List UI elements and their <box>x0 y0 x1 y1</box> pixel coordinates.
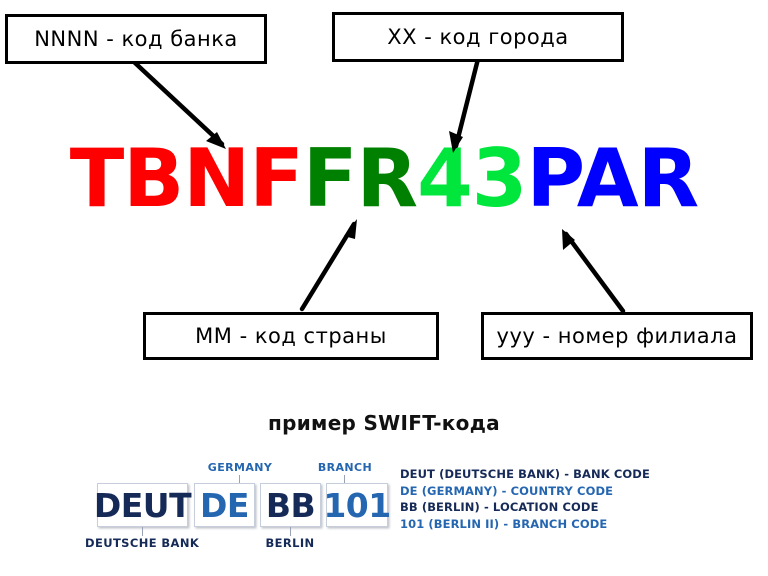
example-box-deut: DEUT <box>94 483 192 527</box>
swift-segment-city: 43 <box>417 132 527 225</box>
callout-branch-number: yyy - номер филиала <box>481 312 753 360</box>
callout-branch-number-label: yyy - номер филиала <box>496 324 738 348</box>
callout-city-code-label: XX - код города <box>387 25 569 49</box>
example-caption: пример SWIFT-кода <box>268 411 500 435</box>
callout-bank-code: NNNN - код банка <box>5 14 267 64</box>
example-box-de: DE <box>194 483 255 527</box>
legend-line-branch-code: 101 (BERLIN II) - BRANCH CODE <box>400 516 608 531</box>
legend-line-bank-code: DEUT (DEUTSCHE BANK) - BANK CODE <box>400 467 650 481</box>
example-box-bb: BB <box>260 483 321 527</box>
tick-deutsche-bank-bottom <box>142 527 143 536</box>
example-bottom-label-deutsche-bank: DEUTSCHE BANK <box>85 536 200 550</box>
swift-example-diagram: GERMANY BRANCH DEUT DE BB 101 DEUTSCHE B… <box>85 455 705 565</box>
example-bottom-label-berlin: BERLIN <box>265 536 315 550</box>
callout-country-code: MM - код страны <box>143 312 439 360</box>
example-top-label-branch: BRANCH <box>317 461 373 474</box>
arrowhead-branch <box>562 229 575 250</box>
swift-segment-country: FR <box>302 132 418 225</box>
legend-line-country-code: DE (GERMANY) - COUNTRY CODE <box>400 483 614 498</box>
tick-berlin-bottom <box>290 527 291 536</box>
tick-germany-top <box>239 475 240 485</box>
example-box-101: 101 <box>323 483 391 527</box>
callout-city-code: XX - код города <box>332 12 624 62</box>
arrow-branch-line <box>563 231 626 314</box>
example-top-label-germany: GERMANY <box>207 461 273 474</box>
swift-segment-branch: PAR <box>526 132 699 225</box>
callout-bank-code-label: NNNN - код банка <box>34 27 238 51</box>
legend-line-location-code: BB (BERLIN) - LOCATION CODE <box>400 500 599 514</box>
tick-branch-top <box>344 475 345 485</box>
swift-segment-bank: TBNF <box>69 132 304 225</box>
swift-example-legend: DEUT (DEUTSCHE BANK) - BANK CODE DE (GER… <box>400 466 650 532</box>
swift-code-display: TBNFFR43PAR <box>0 139 768 219</box>
arrow-country-line <box>299 221 357 312</box>
callout-country-code-label: MM - код страны <box>195 324 387 348</box>
